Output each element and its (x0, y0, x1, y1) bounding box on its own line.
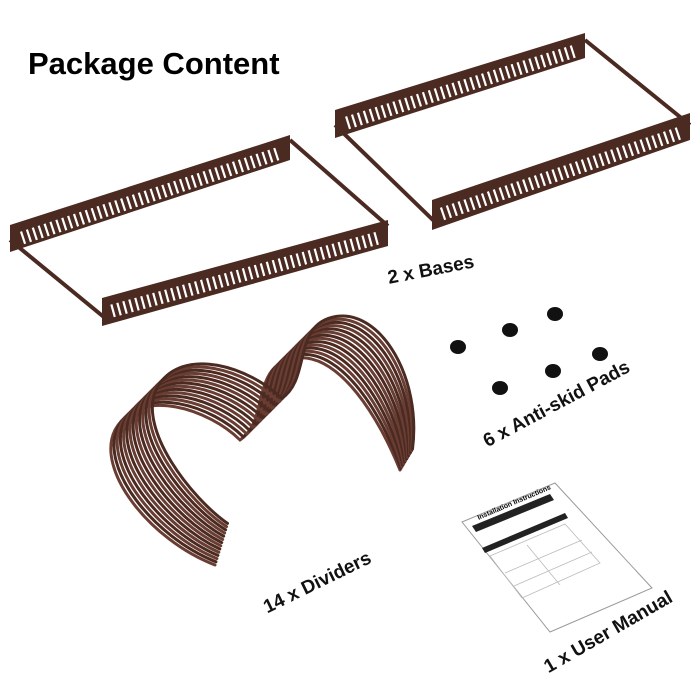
anti-skid-pads (450, 307, 608, 395)
base-frame-2 (333, 33, 692, 230)
divider (109, 356, 402, 567)
divider (150, 314, 416, 525)
pad (592, 347, 608, 361)
pad (450, 340, 466, 354)
pad (492, 381, 508, 395)
divider (118, 346, 405, 557)
divider (115, 349, 404, 561)
page-title: Package Content (28, 46, 280, 81)
divider (125, 340, 407, 551)
divider (141, 324, 412, 535)
divider (131, 333, 409, 545)
pad (547, 307, 563, 321)
divider (147, 317, 414, 529)
divider (122, 343, 406, 554)
user-manual (461, 482, 653, 633)
dividers-stack (109, 314, 416, 567)
divider (112, 353, 403, 564)
pad (502, 323, 518, 337)
divider (134, 330, 410, 541)
base-frame-1 (8, 135, 390, 326)
pad (545, 364, 561, 378)
divider (128, 337, 408, 548)
divider (138, 327, 411, 538)
divider (144, 321, 413, 532)
